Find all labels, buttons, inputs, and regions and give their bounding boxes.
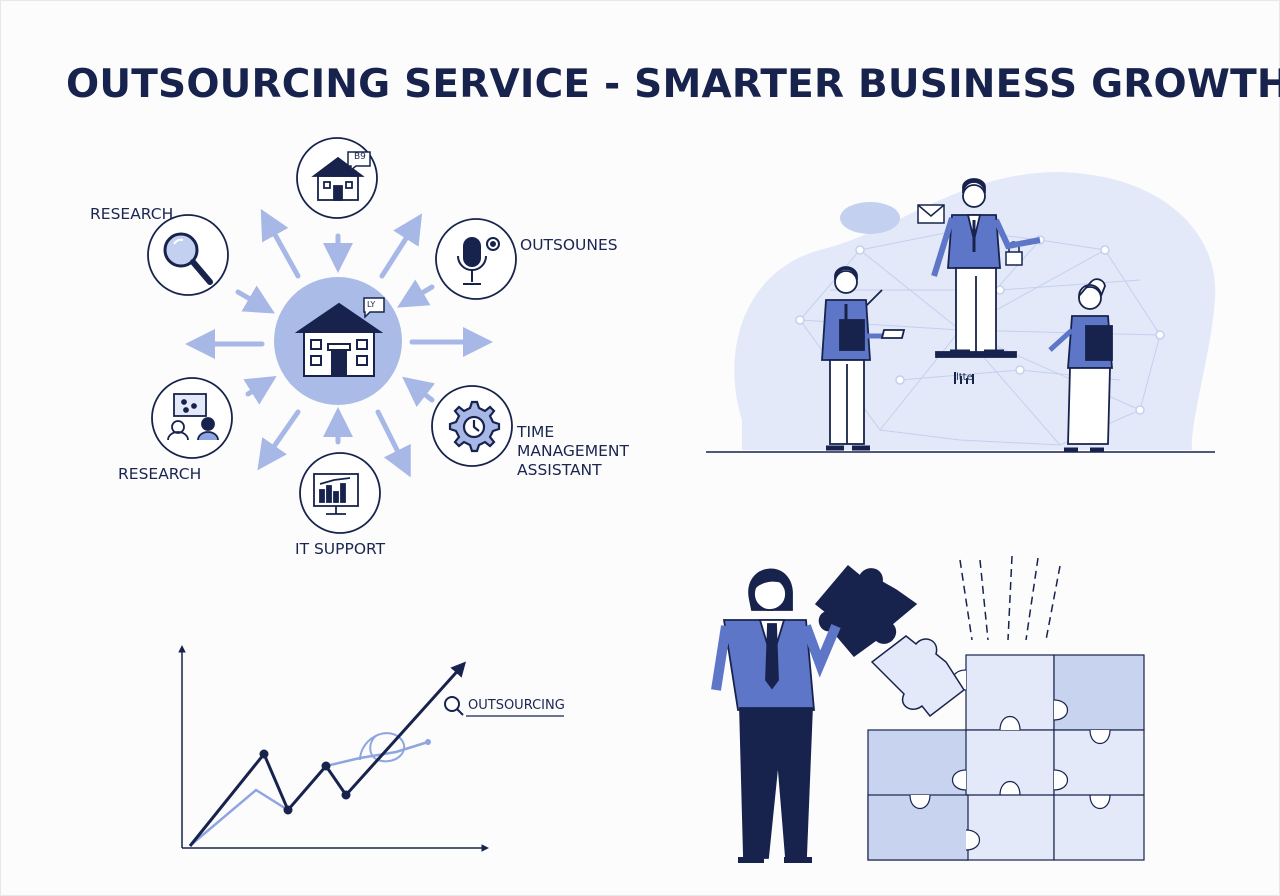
puzzle-piece-dark bbox=[814, 564, 918, 658]
person-center bbox=[931, 178, 1041, 358]
sparkle-lines bbox=[959, 555, 1061, 641]
label-it-support: IT SUPPORT bbox=[295, 540, 386, 558]
hub-arrows bbox=[185, 208, 493, 478]
puzzle-scene bbox=[711, 555, 1145, 863]
speech-bubble-icon bbox=[363, 297, 385, 319]
arrow-out-upright bbox=[379, 213, 423, 279]
chart-axes bbox=[178, 645, 489, 852]
arrow-in-left-bottom bbox=[243, 376, 277, 405]
magnifier-icon bbox=[444, 696, 464, 716]
magnifier-icon bbox=[163, 232, 213, 285]
badge-center-house: LY bbox=[367, 300, 376, 309]
arrow-out-upleft bbox=[260, 208, 301, 279]
hub-center bbox=[274, 277, 402, 405]
satellite-research-top bbox=[147, 214, 229, 296]
label-time-line3: ASSISTANT bbox=[517, 461, 602, 479]
label-research-top: RESEARCH bbox=[90, 205, 174, 223]
label-outsounes: OUTSOUNES bbox=[520, 236, 618, 254]
mini-bar-chart-icon bbox=[954, 372, 974, 384]
cloud-shape bbox=[840, 202, 900, 234]
label-time-line2: MANAGEMENT bbox=[517, 442, 629, 460]
chart-annotation: OUTSOURCING bbox=[468, 698, 565, 713]
main-trend-line bbox=[188, 661, 467, 847]
monitor-chart-icon bbox=[313, 473, 359, 515]
arrow-in-left-top bbox=[235, 285, 275, 314]
arrow-in-right-bottom bbox=[402, 376, 436, 408]
envelope-icon bbox=[917, 204, 945, 224]
puzzle-board bbox=[867, 654, 1145, 861]
satellite-outsounes bbox=[435, 218, 517, 300]
label-research-bottom: RESEARCH bbox=[118, 465, 202, 483]
satellite-top bbox=[296, 137, 378, 219]
person-left bbox=[821, 266, 906, 451]
loop-flourish bbox=[359, 732, 406, 763]
arrow-in-right-top bbox=[397, 279, 435, 308]
lock-icon bbox=[1005, 241, 1023, 266]
gear-clock-icon bbox=[448, 400, 501, 453]
page-title: OUTSOURCING SERVICE - SMARTER BUSINESS G… bbox=[66, 62, 1280, 107]
microphone-icon bbox=[457, 237, 487, 285]
badge-top-house: B9 bbox=[354, 152, 366, 162]
speech-bubble-icon bbox=[347, 151, 371, 172]
secondary-trend-line bbox=[191, 740, 429, 845]
person-right bbox=[1048, 278, 1113, 453]
satellite-research-bottom bbox=[151, 377, 233, 459]
team-scene bbox=[706, 172, 1216, 453]
satellite-time-management bbox=[431, 385, 513, 467]
hub-diagram bbox=[147, 137, 517, 534]
gear-icon bbox=[486, 237, 500, 251]
arrow-out-downleft bbox=[257, 409, 301, 471]
mini-chart-caption: Iltte bbox=[953, 372, 973, 383]
building-icon bbox=[311, 156, 365, 201]
label-time-line1: TIME bbox=[517, 423, 555, 441]
arrow-out-downright bbox=[375, 409, 411, 478]
satellite-it-support bbox=[299, 452, 381, 534]
puzzle-piece-light bbox=[870, 635, 966, 718]
presentation-icon bbox=[167, 393, 219, 441]
businessman bbox=[711, 568, 841, 863]
growth-chart bbox=[178, 645, 564, 852]
chart-points bbox=[259, 749, 351, 815]
house-icon bbox=[294, 302, 384, 377]
